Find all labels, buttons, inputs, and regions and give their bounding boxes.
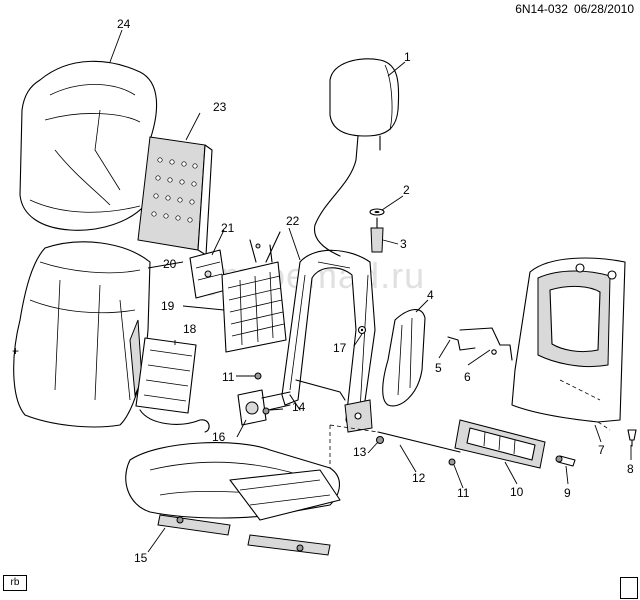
callout-11-upper[interactable]: 11 bbox=[222, 370, 235, 384]
callout-16[interactable]: 16 bbox=[212, 430, 226, 444]
part-6-wire-harness[interactable] bbox=[459, 327, 513, 361]
part-8-clip[interactable] bbox=[627, 429, 637, 447]
callout-10[interactable]: 10 bbox=[510, 485, 524, 499]
part-9-screw[interactable] bbox=[555, 455, 576, 467]
part-1-headrest[interactable] bbox=[313, 58, 400, 257]
part-17-fastener[interactable] bbox=[357, 325, 367, 335]
part-13-bolt[interactable] bbox=[376, 436, 384, 444]
callout-24[interactable]: 24 bbox=[117, 17, 131, 31]
part-22-seatback-frame[interactable] bbox=[281, 249, 376, 433]
svg-text:+: + bbox=[12, 344, 19, 358]
callout-15[interactable]: 15 bbox=[134, 551, 148, 565]
part-7-rear-panel[interactable] bbox=[511, 257, 626, 431]
part-23-back-panel[interactable] bbox=[137, 136, 213, 256]
callout-7[interactable]: 7 bbox=[598, 443, 605, 457]
callout-18[interactable]: 18 bbox=[183, 322, 197, 336]
corner-code-box: rb bbox=[3, 575, 27, 591]
diagram-date: 06/28/2010 bbox=[573, 2, 634, 16]
callout-11-lower[interactable]: 11 bbox=[457, 486, 470, 500]
callout-labels: 1 2 3 4 5 6 7 8 9 10 11 11 12 13 14 15 1… bbox=[117, 17, 634, 565]
callout-3[interactable]: 3 bbox=[400, 237, 407, 251]
callout-6[interactable]: 6 bbox=[464, 370, 471, 384]
callout-1[interactable]: 1 bbox=[404, 50, 411, 64]
part-19-lumbar-support[interactable] bbox=[221, 231, 287, 353]
part-3-headrest-guide[interactable] bbox=[370, 217, 384, 253]
part-16-recliner-motor[interactable] bbox=[237, 389, 291, 426]
part-10-switch-assembly[interactable] bbox=[454, 419, 546, 469]
part-15-seat-track[interactable] bbox=[157, 469, 341, 556]
callout-23[interactable]: 23 bbox=[213, 100, 227, 114]
callout-22[interactable]: 22 bbox=[286, 214, 300, 228]
callout-5[interactable]: 5 bbox=[435, 361, 442, 375]
diagram-header: 6N14-032 06/28/2010 bbox=[515, 2, 634, 16]
part-21-module[interactable] bbox=[189, 249, 227, 299]
callout-14[interactable]: 14 bbox=[292, 400, 306, 414]
part-5-wire[interactable] bbox=[447, 336, 476, 351]
callout-19[interactable]: 19 bbox=[161, 299, 175, 313]
leader-lines bbox=[109, 29, 632, 553]
part-12-cable[interactable] bbox=[329, 424, 461, 475]
part-18-heater-pad[interactable] bbox=[135, 337, 210, 433]
part-24-seatback-cover[interactable] bbox=[19, 60, 158, 231]
callout-12[interactable]: 12 bbox=[412, 471, 426, 485]
diagram-code: 6N14-032 bbox=[515, 2, 568, 16]
part-2-washer[interactable] bbox=[369, 208, 385, 216]
callout-2[interactable]: 2 bbox=[403, 183, 410, 197]
part-4-side-bolster[interactable] bbox=[382, 309, 426, 407]
callout-13[interactable]: 13 bbox=[353, 445, 367, 459]
callout-20[interactable]: 20 bbox=[163, 257, 177, 271]
callout-4[interactable]: 4 bbox=[427, 288, 434, 302]
callout-8[interactable]: 8 bbox=[627, 462, 634, 476]
part-11-screw-lower[interactable] bbox=[448, 458, 456, 466]
part-20-seatback-trim[interactable]: + bbox=[12, 241, 151, 428]
callout-21[interactable]: 21 bbox=[221, 221, 235, 235]
publisher-logo bbox=[620, 577, 638, 599]
part-11-screw-upper[interactable] bbox=[254, 372, 262, 380]
callout-17[interactable]: 17 bbox=[333, 341, 347, 355]
part-14-bolt[interactable] bbox=[262, 404, 291, 415]
callout-9[interactable]: 9 bbox=[564, 486, 571, 500]
